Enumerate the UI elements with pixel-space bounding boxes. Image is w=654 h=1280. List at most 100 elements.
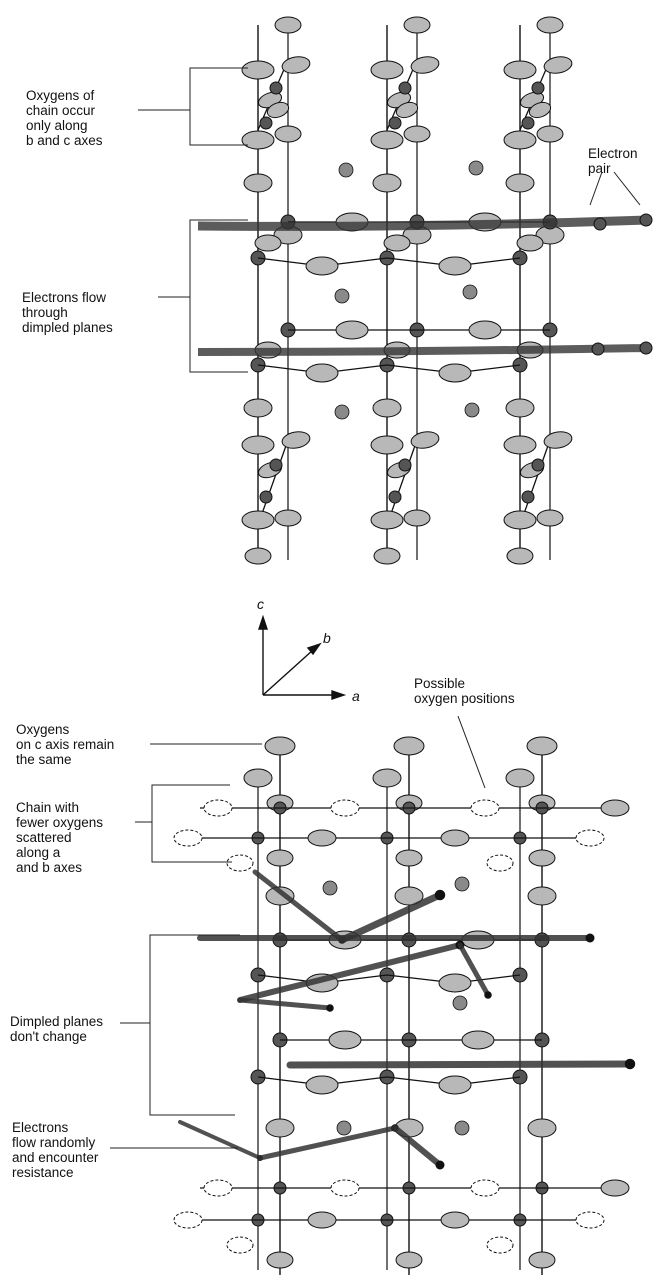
metal-ion: [454, 1120, 470, 1136]
copper-atom: [388, 490, 402, 504]
plane-line: [257, 257, 521, 267]
oxygen-atom: [305, 256, 339, 276]
oxygen-atom: [600, 799, 630, 817]
oxygen-atom: [243, 768, 273, 788]
label-line: only along: [26, 118, 88, 133]
electron-path: [178, 1120, 262, 1160]
oxygen-atom: [440, 1211, 470, 1229]
label-oxygens-of-chain: Oxygens of chain occur only along b and …: [26, 88, 103, 148]
label-line: b and c axes: [26, 133, 103, 148]
oxygen-atom: [543, 56, 573, 74]
plane-line: [257, 1076, 521, 1086]
oxygen-atom: [505, 173, 535, 193]
electron-path: [237, 997, 333, 1011]
possible-oxygen-site: [226, 1236, 254, 1254]
oxygen-atom: [243, 173, 273, 193]
oxygen-atom: [274, 16, 302, 34]
electron: [585, 933, 595, 943]
oxygen-atom: [394, 886, 424, 906]
label-possible-oxygen-positions: Possible oxygen positions: [414, 676, 515, 706]
bond-line: [519, 439, 551, 526]
oxygen-atom: [403, 16, 431, 34]
metal-ion: [334, 288, 350, 304]
electron-path: [252, 869, 345, 943]
oxygen-atom: [372, 768, 402, 788]
label-electron-pair: Electron pair: [588, 146, 638, 176]
electron-path: [392, 1125, 443, 1168]
axis-label-c: c: [257, 596, 264, 612]
oxygen-atom: [468, 320, 502, 340]
oxygen-atom: [372, 398, 402, 418]
axis-label-b: b: [323, 630, 331, 646]
possible-oxygen-site: [203, 1179, 233, 1197]
label-line: pair: [588, 161, 611, 176]
oxygen-atom: [438, 256, 472, 276]
axis-label-a: a: [352, 688, 360, 704]
label-oxygens-c-axis: Oxygens on c axis remain the same: [16, 722, 114, 767]
metal-ion: [462, 284, 478, 300]
oxygen-atom: [438, 1075, 472, 1095]
oxygen-atom: [395, 849, 423, 867]
copper-atom: [398, 81, 412, 95]
oxygen-atom: [241, 435, 275, 455]
oxygen-atom: [440, 829, 470, 847]
oxygen-atom: [505, 398, 535, 418]
oxygen-atom: [370, 435, 404, 455]
label-line: Electron: [588, 146, 638, 161]
oxygen-atom: [395, 1251, 423, 1269]
label-line: Possible: [414, 676, 466, 691]
oxygen-atom: [503, 60, 537, 80]
label-electrons-flow: Electrons flow through dimpled planes: [22, 290, 113, 335]
electron-path: [338, 891, 444, 944]
electron-path: [237, 942, 463, 1003]
metal-ion: [338, 162, 354, 178]
oxygen-atom: [503, 435, 537, 455]
possible-oxygen-site: [575, 1211, 605, 1229]
copper-atom: [531, 81, 545, 95]
oxygen-atom: [274, 125, 302, 143]
copper-atom: [521, 116, 535, 130]
electron: [326, 1004, 334, 1012]
copper-atom: [259, 116, 273, 130]
copper-atom: [398, 458, 412, 472]
oxygen-atom: [281, 56, 311, 74]
label-line: don't change: [10, 1029, 87, 1044]
electron: [624, 1058, 636, 1070]
oxygen-atom: [505, 768, 535, 788]
metal-ion: [452, 995, 468, 1011]
label-dimpled-planes: Dimpled planes don't change: [10, 1014, 103, 1044]
copper-atom: [639, 341, 653, 355]
copper-atom: [521, 490, 535, 504]
label-line: Oxygens of: [26, 88, 95, 103]
oxygen-atom: [335, 320, 369, 340]
oxygen-atom: [543, 431, 573, 449]
copper-atom: [639, 213, 653, 227]
oxygen-atom: [244, 547, 272, 565]
electron-band: [197, 215, 647, 231]
metal-ion: [454, 876, 470, 892]
oxygen-atom: [241, 130, 275, 150]
oxygen-atom: [243, 398, 273, 418]
metal-ion: [468, 160, 484, 176]
oxygen-atom: [527, 1118, 557, 1138]
copper-atom: [259, 490, 273, 504]
oxygen-atom: [265, 1118, 295, 1138]
oxygen-atom: [536, 125, 564, 143]
oxygen-atom: [370, 130, 404, 150]
possible-oxygen-site: [486, 1236, 514, 1254]
electron-path: [286, 1060, 634, 1069]
oxygen-atom: [516, 234, 544, 252]
label-line: and encounter: [12, 1150, 99, 1165]
oxygen-atom: [266, 1251, 294, 1269]
oxygen-atom: [305, 363, 339, 383]
copper-atom: [591, 342, 605, 356]
oxygen-atom: [305, 1075, 339, 1095]
oxygen-atom: [241, 510, 275, 530]
label-line: scattered: [16, 830, 72, 845]
oxygen-atom: [264, 736, 296, 756]
label-leader-lines: [110, 67, 641, 1149]
label-line: Electrons flow: [22, 290, 107, 305]
oxygen-atom: [403, 509, 431, 527]
label-electrons-random: Electrons flow randomly and encounter re…: [12, 1120, 98, 1180]
oxygen-atom: [266, 849, 294, 867]
